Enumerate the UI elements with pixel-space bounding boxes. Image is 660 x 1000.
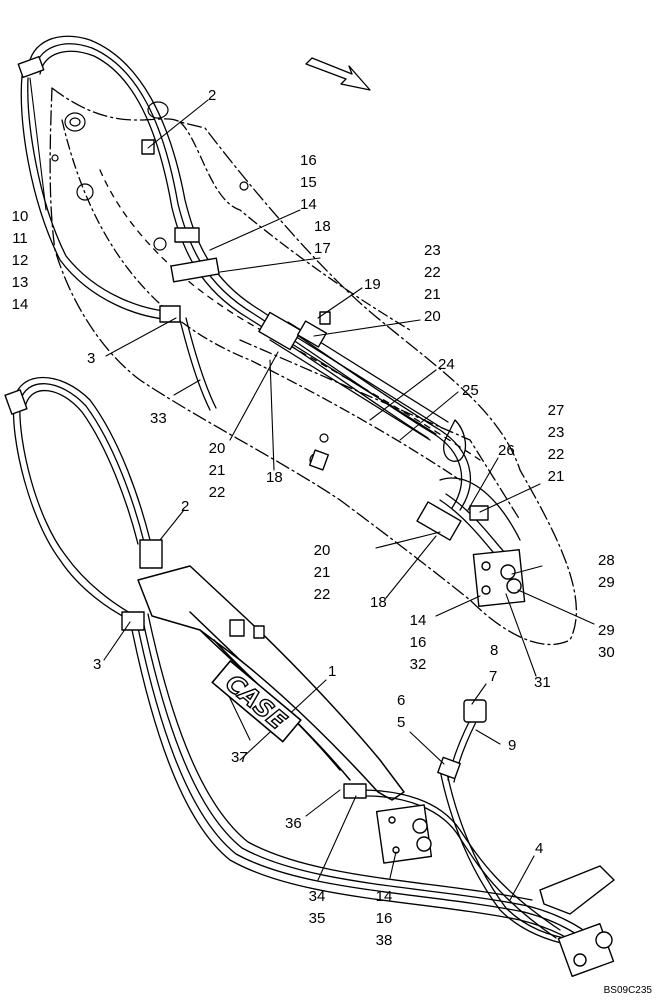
callout-25: 25 [462,382,479,399]
callout-7: 7 [489,668,498,685]
callout-22: 22 [208,484,226,501]
callout-10: 10 [11,208,29,225]
callout-20: 20 [424,308,441,325]
callout-2-low: 2 [181,498,190,515]
callout-5: 5 [397,714,406,731]
callout-8: 8 [490,642,499,659]
callout-23: 23 [424,242,441,259]
callout-20: 20 [313,542,331,559]
callout-32: 32 [409,656,427,673]
upper-fittings [17,55,526,607]
callout-2-top: 2 [208,87,217,104]
upper-hose-bundle [20,35,507,561]
callout-stack-27-21: 27 23 22 21 [548,400,565,488]
callout-stack-14-32: 14 16 32 [410,610,427,676]
callout-stack-23-20: 23 22 21 20 [424,240,441,328]
callout-21: 21 [208,462,226,479]
callout-14: 14 [300,196,317,213]
callout-3-top: 3 [87,350,96,367]
leader-lines [29,77,595,901]
callout-30: 30 [598,644,615,661]
callout-stack-20-22-a: 20 21 22 [209,438,226,504]
callout-16: 16 [375,910,393,927]
callout-21: 21 [547,468,565,485]
callout-stack-10-14: 10 11 12 13 14 [12,206,29,316]
callout-1: 1 [328,663,337,680]
callout-24: 24 [438,356,455,373]
callout-14: 14 [409,612,427,629]
callout-23: 23 [547,424,565,441]
callout-stack-14-38: 14 16 38 [376,886,393,952]
callout-3-low: 3 [93,656,102,673]
callout-15: 15 [300,174,317,191]
callout-9: 9 [508,737,517,754]
callout-36: 36 [285,815,302,832]
callout-37: 37 [231,749,248,766]
callout-22: 22 [424,264,441,281]
callout-19: 19 [364,276,381,293]
callout-22: 22 [313,586,331,603]
callout-28: 28 [598,552,615,569]
lower-fittings [4,389,615,978]
callout-17: 17 [314,240,331,257]
callout-35: 35 [308,910,326,927]
callout-stack-20-22-b: 20 21 22 [314,540,331,606]
callout-4: 4 [535,840,544,857]
drawing-code: BS09C235 [603,985,652,996]
callout-22: 22 [547,446,565,463]
callout-29: 29 [598,574,615,591]
callout-18: 18 [314,218,331,235]
boom-outline-upper [49,87,578,645]
callout-27: 27 [547,402,565,419]
callout-33: 33 [150,410,167,427]
callout-stack-6-5: 6 5 [397,690,405,734]
callout-20: 20 [208,440,226,457]
callout-38: 38 [375,932,393,949]
callout-stack-29-30: 29 30 [598,620,615,664]
callout-31: 31 [534,674,551,691]
callout-18-mid: 18 [266,469,283,486]
callout-stack-28-29: 28 29 [598,550,615,594]
boom-pin-holes [51,101,329,468]
callout-21: 21 [313,564,331,581]
callout-21: 21 [424,286,441,303]
callout-14: 14 [11,296,29,313]
callout-stack-34-35: 34 35 [309,886,326,930]
callout-29: 29 [598,622,615,639]
lower-hose-bundle [12,377,599,956]
callout-16: 16 [409,634,427,651]
callout-16: 16 [300,152,317,169]
boom-body-lower [137,565,405,801]
direction-arrow [305,57,371,91]
callout-stack-16-15-14: 16 15 14 [300,150,317,216]
callout-14: 14 [375,888,393,905]
callout-6: 6 [397,692,406,709]
callout-26: 26 [498,442,515,459]
callout-13: 13 [11,274,29,291]
callout-12: 12 [11,252,29,269]
callout-18-low: 18 [370,594,387,611]
callout-stack-18-17: 18 17 [314,216,331,260]
callout-11: 11 [12,230,28,247]
callout-34: 34 [308,888,326,905]
